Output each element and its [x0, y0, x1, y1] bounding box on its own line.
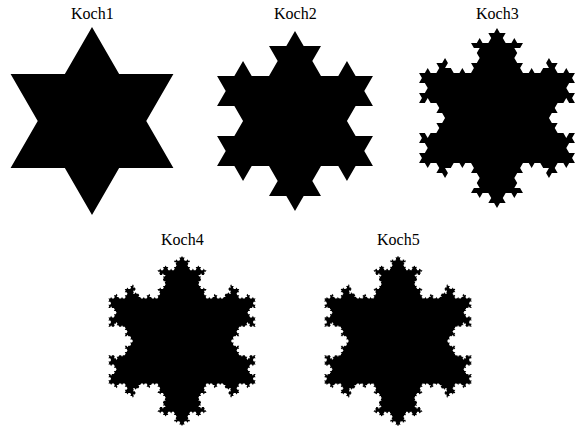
koch-snowflake	[108, 256, 255, 426]
koch-snowflake	[217, 31, 373, 211]
koch-snowflake	[324, 256, 471, 426]
figure-label: Koch4	[161, 231, 204, 249]
figure-label: Koch2	[274, 5, 317, 23]
figure-label: Koch1	[71, 5, 114, 23]
figure-label: Koch3	[476, 5, 519, 23]
koch-snowflake	[419, 28, 575, 208]
koch-snowflake	[11, 27, 174, 215]
figure-label: Koch5	[377, 231, 420, 249]
